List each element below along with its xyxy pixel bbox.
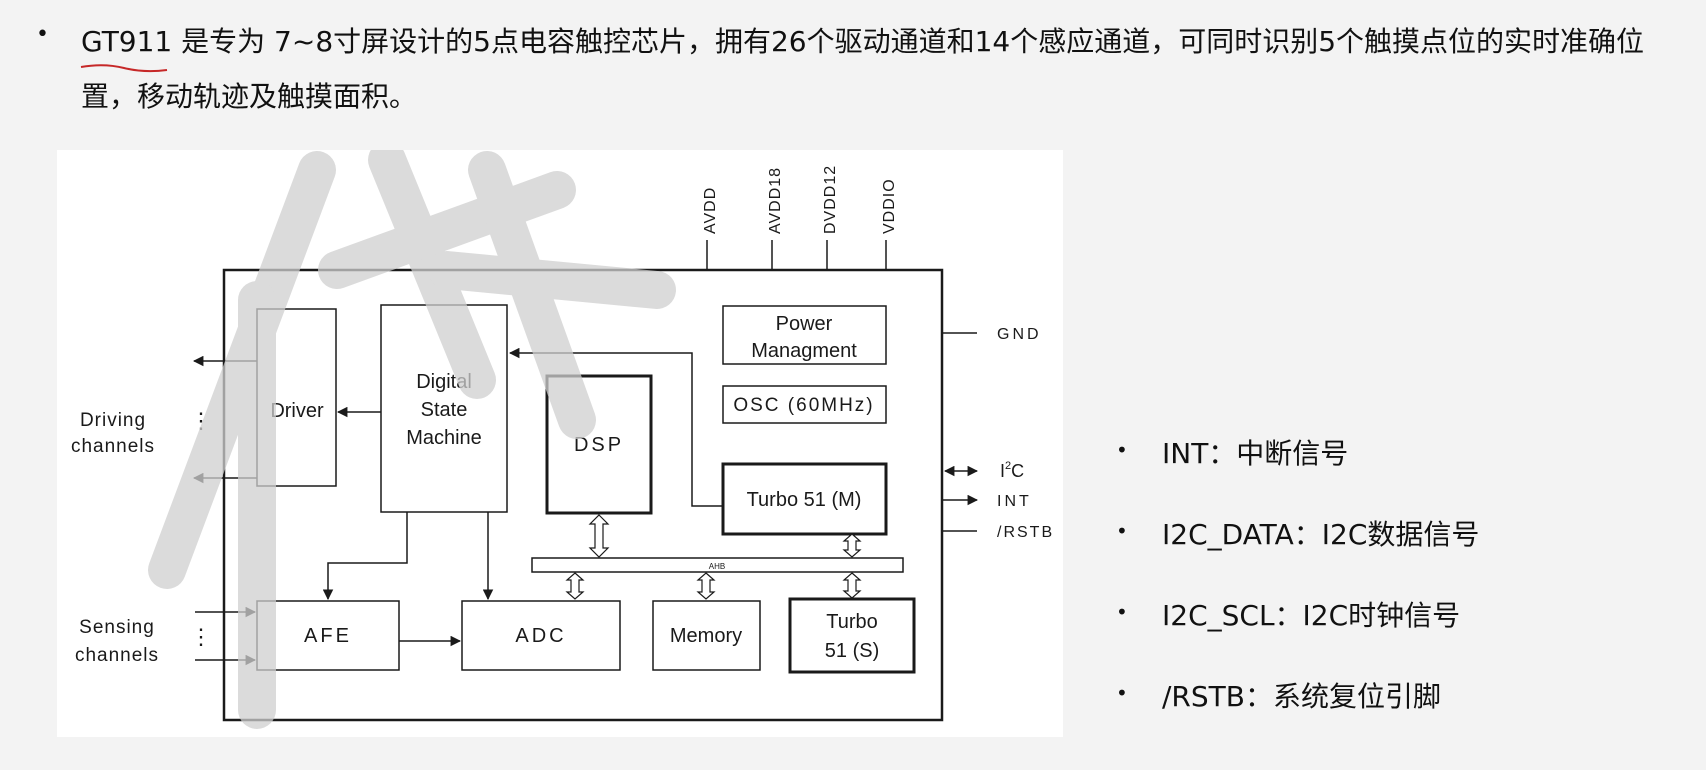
list-item: • /RSTB：系统复位引脚 bbox=[1116, 677, 1676, 758]
pin-avdd: AVDD bbox=[702, 187, 719, 234]
turbo-m-block bbox=[721, 462, 888, 536]
power-block bbox=[722, 305, 887, 365]
block-diagram: AVDD AVDD18 DVDD12 VDDIO Driver Digital … bbox=[57, 150, 1063, 737]
power-label-1: Power bbox=[776, 313, 833, 335]
intro-bullet: • bbox=[36, 22, 49, 47]
driving-label-1: Driving bbox=[80, 410, 146, 431]
sensing-label-1: Sensing bbox=[79, 617, 155, 638]
chip-name: GT911 bbox=[80, 14, 173, 73]
driver-label: Driver bbox=[270, 400, 324, 422]
chip-name-text: GT911 bbox=[81, 25, 173, 58]
adc-block bbox=[461, 600, 621, 671]
dsm-label-2: State bbox=[421, 399, 468, 421]
driver-block bbox=[256, 308, 337, 487]
pin-dvdd12: DVDD12 bbox=[822, 165, 839, 234]
dsp-label: DSP bbox=[574, 434, 624, 456]
afe-label: AFE bbox=[304, 625, 352, 647]
pin-avdd18: AVDD18 bbox=[767, 167, 784, 234]
turbo-s-label-2: 51 (S) bbox=[825, 640, 879, 662]
list-bullet: • bbox=[1116, 438, 1128, 462]
list-item: • I2C_SCL：I2C时钟信号 bbox=[1116, 596, 1676, 677]
sensing-label-2: channels bbox=[75, 645, 159, 666]
adc-label: ADC bbox=[515, 625, 566, 647]
pin-vddio: VDDIO bbox=[881, 178, 898, 234]
intro-text: GT911 是专为 7~8寸屏设计的5点电容触控芯片，拥有26个驱动通道和14个… bbox=[80, 14, 1676, 124]
list-bullet: • bbox=[1116, 519, 1128, 543]
dsm-label-1: Digital bbox=[416, 371, 472, 393]
turbo-m-to-dsm-arrow bbox=[508, 347, 723, 507]
dsm-to-afe-arrow bbox=[322, 512, 408, 601]
sensing-dots: ⋮ bbox=[190, 624, 212, 649]
diagram-svg: AVDD AVDD18 DVDD12 VDDIO Driver Digital … bbox=[71, 165, 1054, 722]
rstb-label: /RSTB bbox=[997, 524, 1054, 541]
osc-block bbox=[722, 385, 887, 424]
driving-label-2: channels bbox=[71, 436, 155, 457]
list-bullet: • bbox=[1116, 600, 1128, 624]
power-pins bbox=[706, 240, 887, 270]
ahb-label: AHB bbox=[709, 562, 725, 571]
intro-description: 是专为 7~8寸屏设计的5点电容触控芯片，拥有26个驱动通道和14个感应通道，可… bbox=[81, 25, 1645, 113]
turbo-m-label: Turbo 51 (M) bbox=[747, 489, 862, 511]
turbo-s-block bbox=[788, 597, 916, 674]
gnd-label: GND bbox=[997, 326, 1042, 343]
power-label-2: Managment bbox=[751, 340, 857, 362]
memory-label: Memory bbox=[670, 625, 742, 647]
dsp-block bbox=[545, 374, 653, 515]
driving-dots: ⋮ bbox=[190, 408, 212, 433]
ahb-bus bbox=[531, 557, 904, 573]
bus-connectors bbox=[565, 514, 862, 600]
list-bullet: • bbox=[1116, 681, 1128, 705]
list-item: • INT：中断信号 bbox=[1116, 434, 1676, 515]
turbo-s-label-1: Turbo bbox=[826, 611, 878, 633]
memory-block bbox=[652, 600, 761, 671]
handwritten-underline bbox=[80, 64, 168, 73]
i2c-label: I2C bbox=[1000, 460, 1024, 481]
list-item: • I2C_DATA：I2C数据信号 bbox=[1116, 515, 1676, 596]
list-item-text: /RSTB：系统复位引脚 bbox=[1162, 680, 1441, 713]
pin-description-list: • INT：中断信号 • I2C_DATA：I2C数据信号 • I2C_SCL：… bbox=[1116, 434, 1676, 758]
osc-label: OSC (60MHz) bbox=[733, 395, 874, 416]
intro-paragraph: • GT911 是专为 7~8寸屏设计的5点电容触控芯片，拥有26个驱动通道和1… bbox=[36, 14, 1676, 124]
int-label: INT bbox=[997, 493, 1032, 510]
dsm-label-3: Machine bbox=[406, 427, 482, 449]
list-item-text: INT：中断信号 bbox=[1162, 437, 1349, 470]
list-item-text: I2C_SCL：I2C时钟信号 bbox=[1162, 599, 1461, 632]
list-item-text: I2C_DATA：I2C数据信号 bbox=[1162, 518, 1480, 551]
